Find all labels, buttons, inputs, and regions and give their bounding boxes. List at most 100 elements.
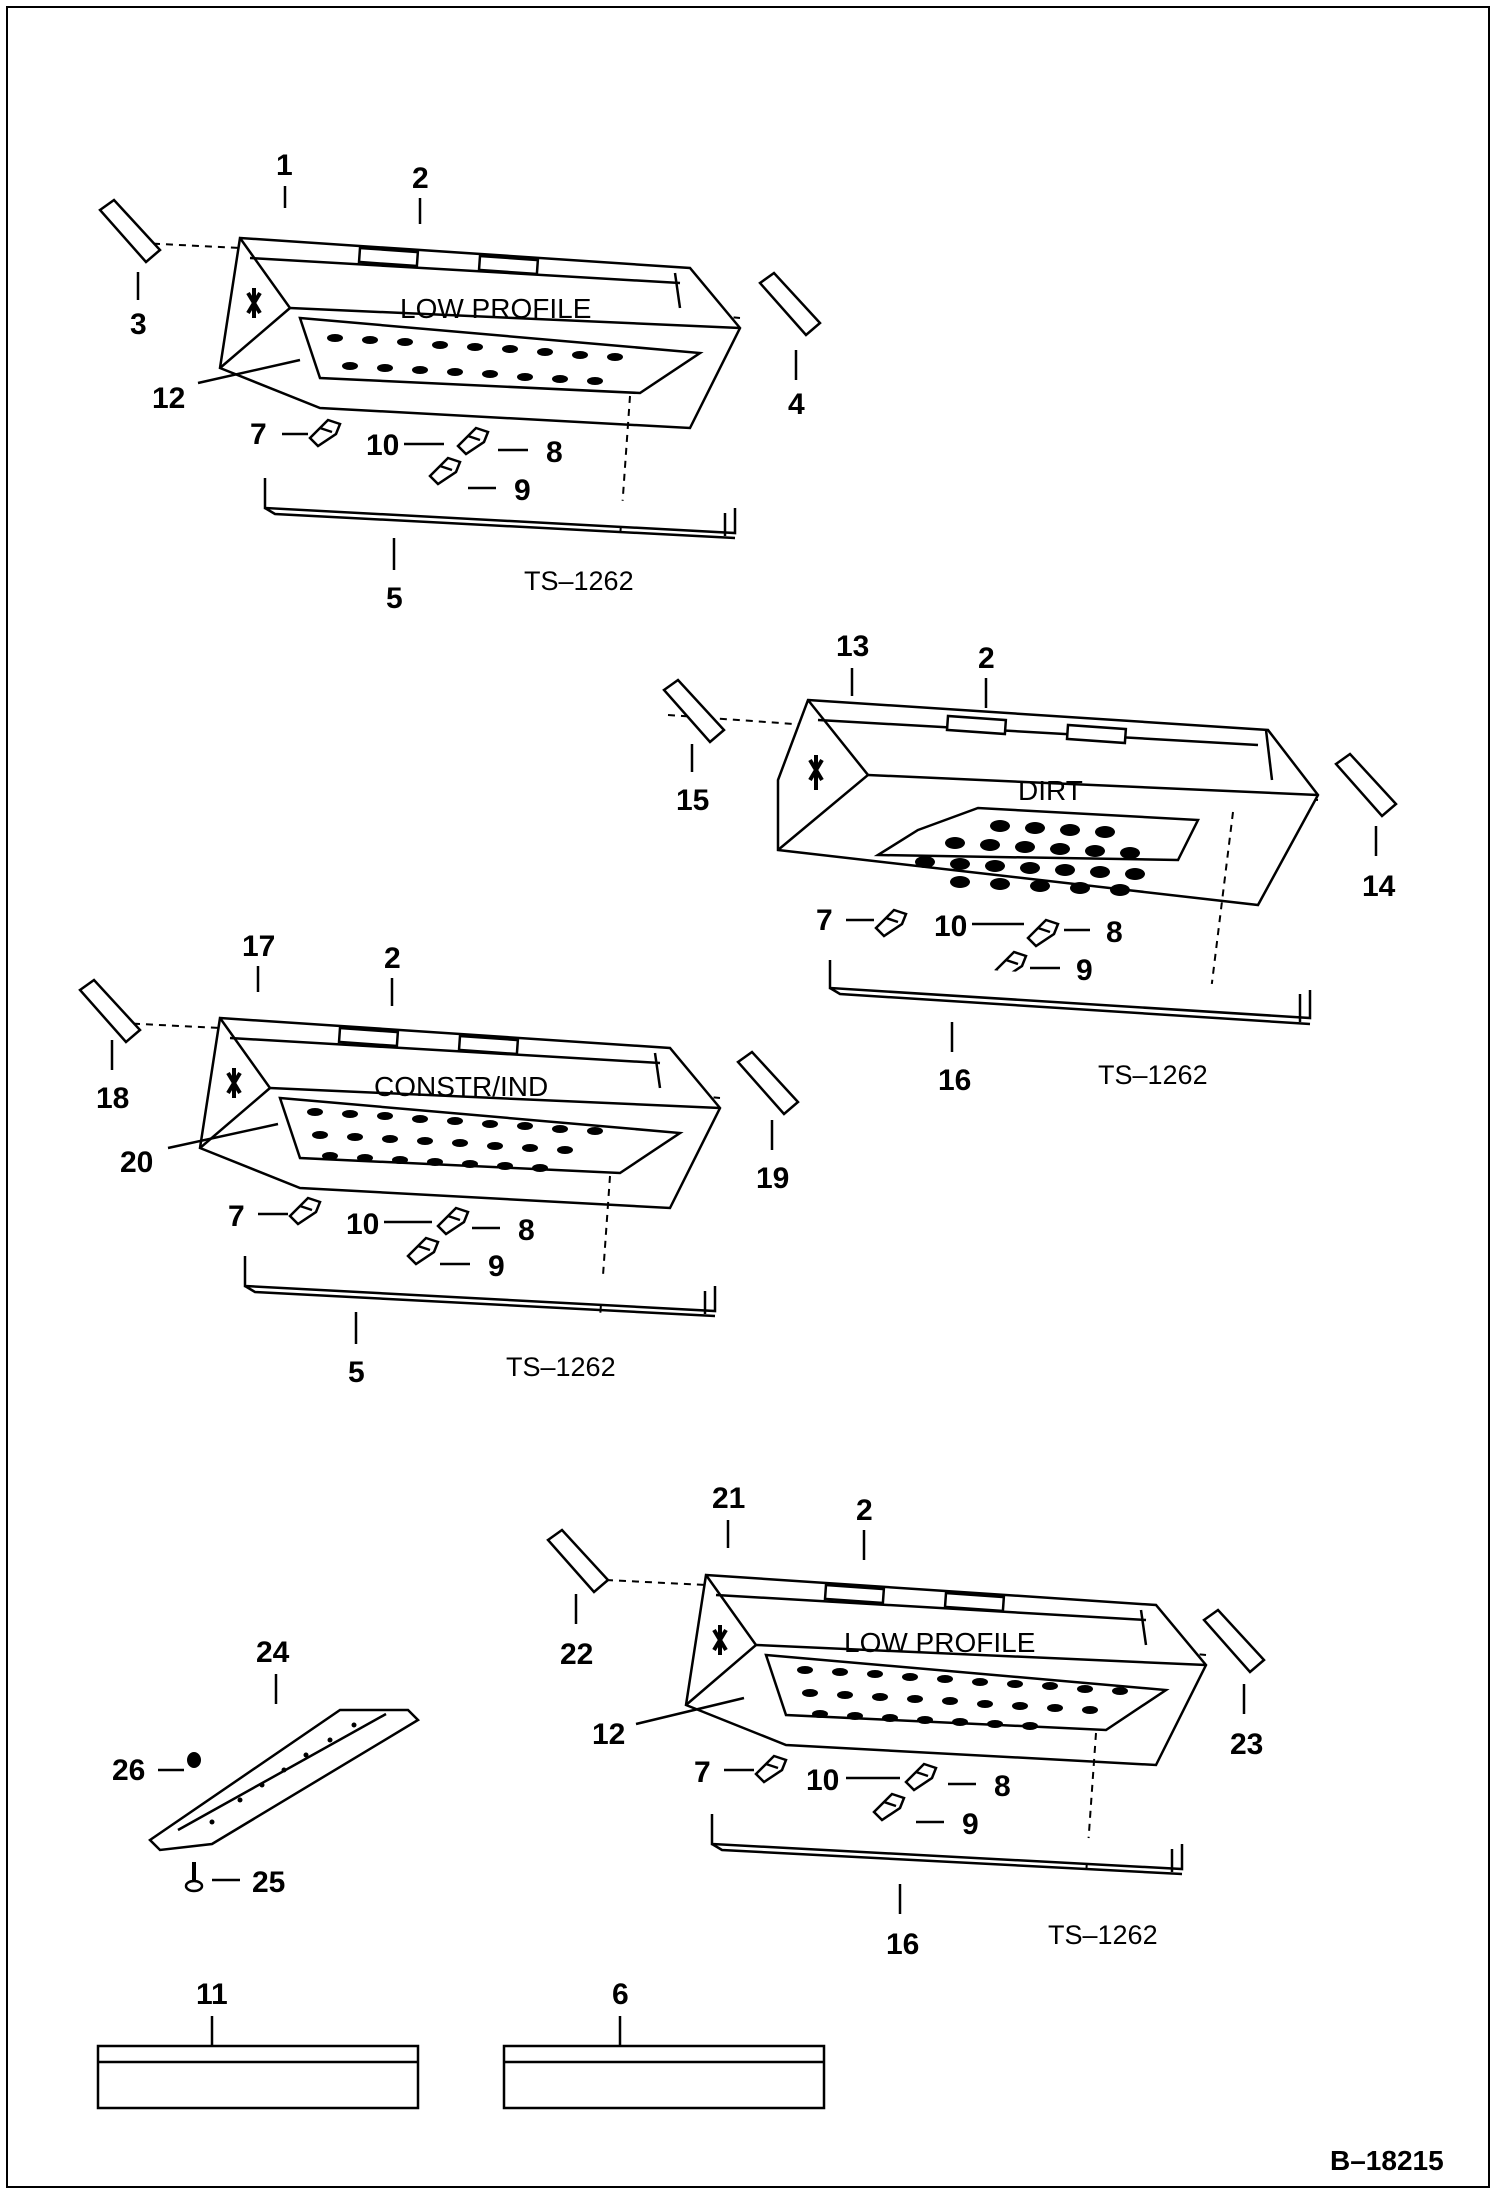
svg-text:8: 8: [1106, 916, 1123, 949]
assembly-low-profile-top: LOW PROFILE TS–1262 1 2 3 4 12 7 10 8 9 …: [98, 149, 822, 615]
svg-text:18: 18: [96, 1082, 129, 1115]
svg-text:11: 11: [196, 1978, 228, 2011]
svg-text:10: 10: [366, 429, 399, 462]
svg-text:23: 23: [1230, 1728, 1263, 1761]
svg-text:22: 22: [560, 1638, 593, 1671]
svg-text:9: 9: [1076, 954, 1093, 987]
callout-2: 2: [412, 162, 429, 224]
callout-10: 10: [806, 1764, 900, 1797]
callout-7: 7: [228, 1200, 288, 1233]
svg-text:17: 17: [242, 930, 275, 963]
svg-text:2: 2: [978, 642, 995, 675]
svg-text:7: 7: [228, 1200, 245, 1233]
callout-16: 16: [938, 1022, 971, 1097]
ts-code: TS–1262: [524, 566, 634, 596]
svg-text:12: 12: [152, 382, 185, 415]
callout-8: 8: [1064, 916, 1123, 949]
callout-22: 22: [560, 1594, 593, 1671]
callout-14: 14: [1362, 826, 1396, 903]
callout-8: 8: [498, 436, 563, 469]
callout-13: 13: [836, 630, 869, 696]
callout-3: 3: [130, 272, 147, 341]
svg-text:25: 25: [252, 1866, 285, 1899]
svg-text:10: 10: [934, 910, 967, 943]
kit-box-6: 6: [502, 1978, 826, 2110]
callout-12: 12: [152, 358, 301, 415]
assembly-constr-ind: CONSTR/IND TS–1262 17 2 18 19 20 7 10 8 …: [78, 930, 800, 1389]
svg-text:13: 13: [836, 630, 869, 663]
callout-4: 4: [788, 350, 805, 421]
svg-text:20: 20: [120, 1146, 153, 1179]
kit-box-11: 11: [96, 1978, 420, 2110]
bucket-name: LOW PROFILE: [844, 1627, 1035, 1658]
callout-15: 15: [676, 744, 709, 817]
figure-code: B–18215: [1330, 2145, 1444, 2176]
svg-text:2: 2: [856, 1494, 873, 1527]
svg-text:7: 7: [816, 904, 833, 937]
svg-text:8: 8: [546, 436, 563, 469]
bucket-name: CONSTR/IND: [374, 1071, 548, 1102]
callout-2: 2: [856, 1494, 873, 1560]
callout-10: 10: [346, 1208, 432, 1241]
svg-text:2: 2: [412, 162, 429, 195]
svg-text:15: 15: [676, 784, 709, 817]
callout-12: 12: [592, 1696, 745, 1751]
callout-9: 9: [916, 1808, 979, 1841]
callout-7: 7: [816, 904, 874, 937]
ts-code: TS–1262: [506, 1352, 616, 1382]
svg-text:1: 1: [276, 149, 293, 182]
bucket-name: DIRT: [1018, 775, 1083, 806]
callout-1: 1: [276, 149, 293, 208]
callout-10: 10: [366, 429, 444, 462]
callout-2: 2: [384, 942, 401, 1006]
svg-text:26: 26: [112, 1754, 145, 1787]
svg-text:8: 8: [994, 1770, 1011, 1803]
callout-19: 19: [756, 1120, 789, 1195]
svg-text:9: 9: [514, 474, 531, 507]
svg-text:10: 10: [346, 1208, 379, 1241]
bucket-name: LOW PROFILE: [400, 293, 591, 324]
callout-2: 2: [978, 642, 995, 708]
svg-text:19: 19: [756, 1162, 789, 1195]
callout-21: 21: [712, 1482, 745, 1548]
callout-24: 24: [256, 1636, 290, 1704]
svg-text:9: 9: [488, 1250, 505, 1283]
callout-23: 23: [1230, 1684, 1263, 1761]
svg-text:14: 14: [1362, 870, 1396, 903]
callout-10: 10: [934, 910, 1024, 943]
callout-16: 16: [886, 1884, 919, 1961]
callout-9: 9: [440, 1250, 505, 1283]
callout-5: 5: [386, 538, 403, 615]
assembly-low-profile-bottom: LOW PROFILE TS–1262 21 2 22 23 12 7 10 8…: [546, 1482, 1266, 1961]
ts-code: TS–1262: [1098, 1060, 1208, 1090]
callout-20: 20: [120, 1122, 279, 1179]
ts-code: TS–1262: [1048, 1920, 1158, 1950]
svg-text:16: 16: [886, 1928, 919, 1961]
svg-text:24: 24: [256, 1636, 290, 1669]
callout-9: 9: [1030, 954, 1093, 987]
svg-text:8: 8: [518, 1214, 535, 1247]
callout-5: 5: [348, 1312, 365, 1389]
callout-7: 7: [694, 1756, 754, 1789]
svg-text:7: 7: [250, 418, 267, 451]
callout-8: 8: [472, 1214, 535, 1247]
cutting-edge-assembly: 24 26 25: [112, 1636, 421, 1899]
svg-text:10: 10: [806, 1764, 839, 1797]
svg-text:9: 9: [962, 1808, 979, 1841]
svg-text:7: 7: [694, 1756, 711, 1789]
svg-text:5: 5: [386, 582, 403, 615]
callout-18: 18: [96, 1040, 129, 1115]
diagram-frame: [6, 6, 1490, 2188]
callout-7: 7: [250, 418, 308, 451]
callout-8: 8: [948, 1770, 1011, 1803]
svg-text:6: 6: [612, 1978, 629, 2011]
callout-26: 26: [112, 1754, 184, 1787]
callout-17: 17: [242, 930, 275, 992]
svg-text:5: 5: [348, 1356, 365, 1389]
assembly-dirt: DIRT TS–1262 13 2 15 14 7 10 8 9 16: [662, 630, 1398, 1097]
svg-text:12: 12: [592, 1718, 625, 1751]
svg-text:21: 21: [712, 1482, 745, 1515]
svg-text:2: 2: [384, 942, 401, 975]
callout-9: 9: [468, 474, 531, 507]
